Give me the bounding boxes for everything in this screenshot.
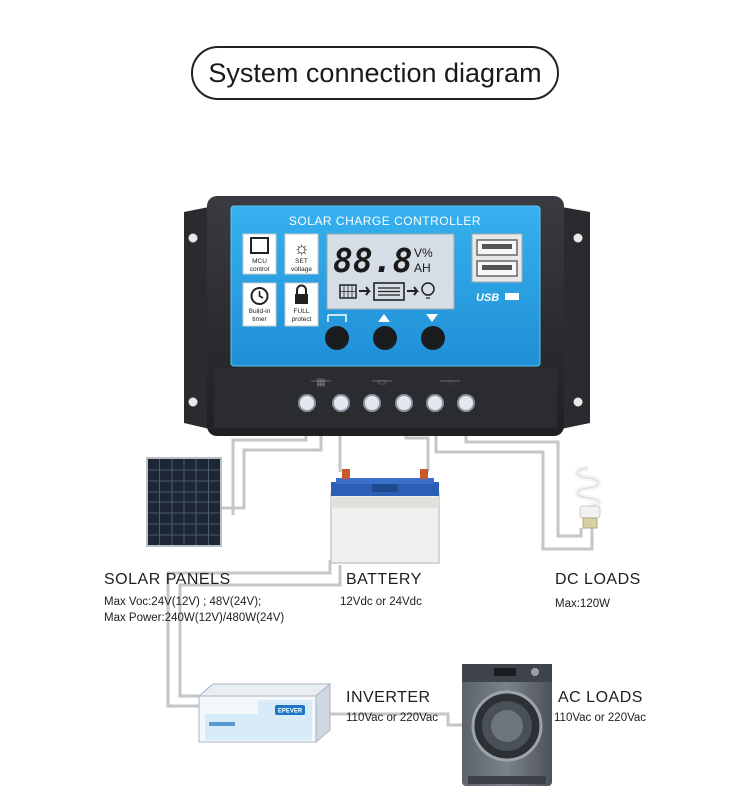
terminal-solar-icon: ▦ <box>316 377 325 388</box>
terminal-screw-6 <box>457 394 475 412</box>
feature-tile-timer: Build-in timer <box>242 282 277 327</box>
right-mounting-ear <box>556 206 590 430</box>
battery-terminal-neg <box>342 469 350 479</box>
terminal-screw-3 <box>363 394 381 412</box>
usb-label: USB <box>476 292 499 304</box>
feature-tile-set-voltage: ☼ SET voltage <box>284 233 319 275</box>
lock-icon <box>295 294 308 304</box>
svg-text:Build-in: Build-in <box>249 308 271 315</box>
svg-text:MCU: MCU <box>252 258 267 265</box>
ac-loads-label: AC LOADS <box>558 689 643 706</box>
lcd-arrow-icon-1 <box>359 286 371 296</box>
dc-loads-label: DC LOADS <box>555 571 641 588</box>
mount-hole-tr <box>573 233 583 243</box>
timer-clock-icon <box>250 287 269 305</box>
inverter-image: EPEVER <box>197 682 332 744</box>
page-title: System connection diagram <box>208 57 542 88</box>
ac-loads-voltage: 110Vac or 220Vac <box>554 712 647 724</box>
lcd-display: 88.8 V% AH <box>326 233 455 310</box>
menu-button <box>325 326 349 350</box>
svg-text:FULL: FULL <box>294 308 310 315</box>
dc-loads-max: Max:120W <box>555 598 610 610</box>
inverter-wire-b <box>178 565 342 698</box>
svg-text:SET: SET <box>295 258 308 265</box>
mcu-chip-icon <box>250 237 269 254</box>
terminal-screw-4 <box>395 394 413 412</box>
lcd-unit-top: V% <box>414 246 433 260</box>
load-wire-a <box>434 414 594 551</box>
mount-hole-bl <box>188 397 198 407</box>
lcd-arrow-icon-2 <box>407 286 419 296</box>
title-box: System connection diagram <box>191 46 559 100</box>
left-mounting-ear <box>184 206 214 430</box>
battery-label: BATTERY <box>346 571 422 588</box>
terminal-load-icon: ◌ <box>448 377 454 388</box>
cfl-bulb-image <box>574 465 602 529</box>
svg-text:control: control <box>250 266 270 273</box>
solar-panels-power: Max Power:240W(12V)/480W(24V) <box>104 612 285 624</box>
mount-hole-tl <box>188 233 198 243</box>
menu-button-icon <box>327 314 347 322</box>
terminal-screw-1 <box>298 394 316 412</box>
set-voltage-gear-icon: ☼ <box>293 238 310 258</box>
solar-panel-image <box>146 457 222 547</box>
up-button <box>373 326 397 350</box>
solar-panels-label: SOLAR PANELS <box>104 571 231 588</box>
battery-image <box>330 469 440 564</box>
battery-terminal-pos <box>420 469 428 479</box>
svg-text:voltage: voltage <box>291 266 312 273</box>
battery-voltage: 12Vdc or 24Vdc <box>340 596 422 608</box>
svg-text:protect: protect <box>292 316 312 323</box>
inverter-label: INVERTER <box>346 689 431 706</box>
feature-tile-mcu: MCU control <box>242 233 277 275</box>
solar-panels-voc: Max Voc:24V(12V) ; 48V(24V); <box>104 596 262 608</box>
terminal-screw-2 <box>332 394 350 412</box>
inverter-voltage: 110Vac or 220Vac <box>346 712 439 724</box>
controller-buttons <box>325 314 445 350</box>
feature-tile-protect: FULL protect <box>284 282 319 327</box>
inverter-brand: EPEVER <box>278 709 303 715</box>
down-button-icon <box>426 314 438 322</box>
charge-controller: SOLAR CHARGE CONTROLLER MCU control ☼ SE… <box>184 196 590 436</box>
lcd-battery-icon <box>373 282 405 301</box>
down-button <box>421 326 445 350</box>
up-button-icon <box>378 314 390 322</box>
washing-machine-image <box>462 664 552 786</box>
lcd-unit-bottom: AH <box>414 261 431 275</box>
controller-header: SOLAR CHARGE CONTROLLER <box>289 214 481 228</box>
terminal-battery-icon: ▭ <box>377 377 386 388</box>
load-wire-b <box>464 414 583 538</box>
wires <box>166 414 594 727</box>
solar-wire-b <box>221 414 323 510</box>
svg-text:timer: timer <box>252 316 267 323</box>
usb-ports: USB <box>471 233 523 304</box>
terminal-screw-5 <box>426 394 444 412</box>
terminal-strip: ▦ ▭ ◌ <box>214 368 557 428</box>
mount-hole-br <box>573 397 583 407</box>
inverter-wire-a <box>166 560 332 708</box>
lcd-digits: 88.8 <box>333 241 412 280</box>
ac-wire <box>330 712 470 727</box>
